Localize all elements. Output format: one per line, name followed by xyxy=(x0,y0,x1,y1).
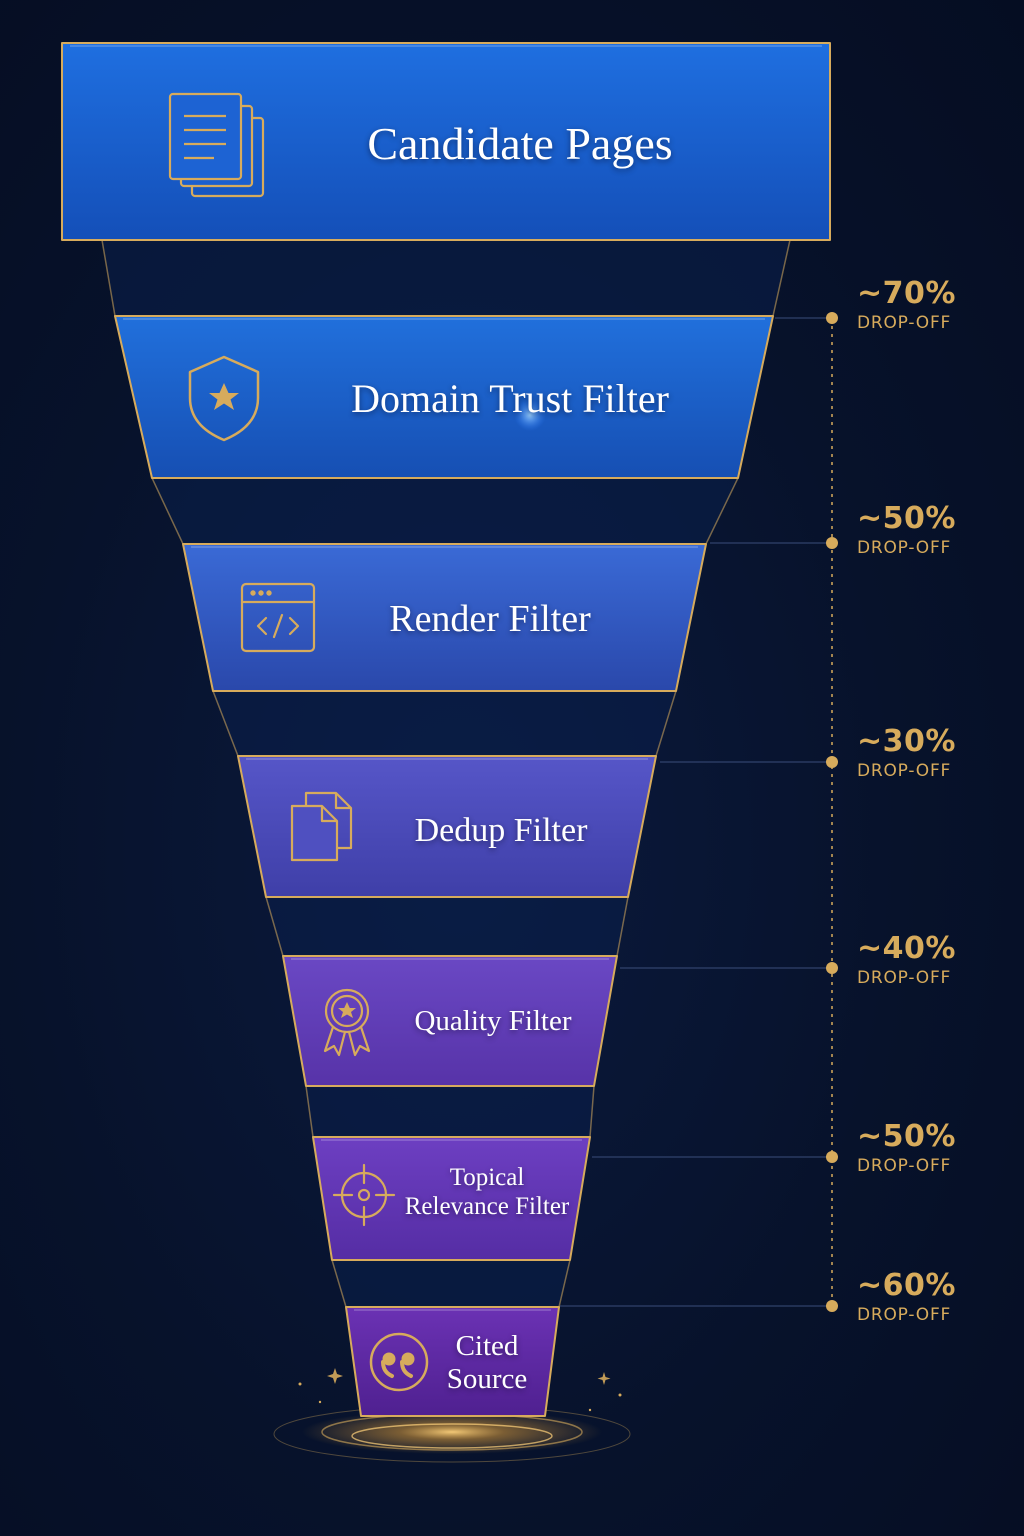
stage-label-quality-filter: Quality Filter xyxy=(414,1005,572,1037)
funnel-stage-shape xyxy=(237,755,657,898)
funnel-stage xyxy=(61,42,831,241)
dropoff-annotation-5: ~50% DROP-OFF xyxy=(857,1122,956,1175)
funnel-stages xyxy=(61,42,831,1417)
shield-star-icon xyxy=(188,355,260,442)
funnel-connector xyxy=(101,239,791,317)
funnel-connector xyxy=(211,690,678,757)
dropoff-annotation-6: ~60% DROP-OFF xyxy=(857,1271,956,1324)
dropoff-percent: ~40% xyxy=(857,931,956,966)
dropoff-dot xyxy=(826,962,838,974)
dropoff-annotation-1: ~70% DROP-OFF xyxy=(857,279,956,332)
stage-label-render-filter: Render Filter xyxy=(389,598,591,640)
dropoff-dot xyxy=(826,1300,838,1312)
dropoff-label: DROP-OFF xyxy=(857,313,952,333)
dropoff-label: DROP-OFF xyxy=(857,538,952,558)
target-crosshair-icon xyxy=(332,1163,396,1227)
dropoff-annotation-3: ~30% DROP-OFF xyxy=(857,727,956,780)
dropoff-dots xyxy=(826,312,838,1312)
dropoff-annotation-4: ~40% DROP-OFF xyxy=(857,934,956,987)
funnel-connector xyxy=(305,1085,595,1138)
base-sparkles xyxy=(298,1368,622,1412)
quote-icon xyxy=(369,1332,429,1392)
stage-label-dedup-filter: Dedup Filter xyxy=(414,812,588,849)
funnel-stage-shape xyxy=(114,315,774,479)
stage-label-cited-source: Cited Source xyxy=(446,1330,528,1396)
duplicate-files-icon xyxy=(290,791,353,862)
funnel-stage xyxy=(182,543,707,692)
dropoff-label: DROP-OFF xyxy=(857,1156,952,1176)
dropoff-annotation-2: ~50% DROP-OFF xyxy=(857,504,956,557)
document-stack-icon xyxy=(168,92,265,198)
dropoff-label: DROP-OFF xyxy=(857,968,952,988)
dropoff-percent: ~50% xyxy=(857,501,956,536)
stage-label-topical-relevance-filter: Topical Relevance Filter xyxy=(404,1164,570,1220)
dropoff-label: DROP-OFF xyxy=(857,1305,952,1325)
funnel-stage-shape xyxy=(61,42,831,241)
dropoff-percent: ~50% xyxy=(857,1119,956,1154)
dropoff-dot xyxy=(826,312,838,324)
funnel-stage-shape xyxy=(182,543,707,692)
dropoff-percent: ~70% xyxy=(857,276,956,311)
dropoff-dot xyxy=(826,756,838,768)
dropoff-dot xyxy=(826,1151,838,1163)
dropoff-leaders xyxy=(560,317,826,1307)
dropoff-dot xyxy=(826,537,838,549)
funnel-connector xyxy=(330,1259,571,1308)
funnel-connector xyxy=(150,477,740,545)
funnel-stage xyxy=(237,755,657,898)
stage-label-domain-trust-filter: Domain Trust Filter xyxy=(351,376,669,421)
funnel-stage xyxy=(282,955,618,1087)
award-ribbon-icon xyxy=(323,988,371,1057)
funnel-connector xyxy=(265,896,629,957)
dropoff-percent: ~60% xyxy=(857,1268,956,1303)
sparkle xyxy=(514,399,546,431)
browser-code-icon xyxy=(240,582,316,653)
stage-label-candidate-pages: Candidate Pages xyxy=(367,118,673,169)
dropoff-percent: ~30% xyxy=(857,724,956,759)
dropoff-label: DROP-OFF xyxy=(857,761,952,781)
funnel-stage-shape xyxy=(282,955,618,1087)
funnel-stage-shape xyxy=(312,1136,591,1261)
funnel-stage xyxy=(312,1136,591,1261)
funnel-stage xyxy=(114,315,774,479)
